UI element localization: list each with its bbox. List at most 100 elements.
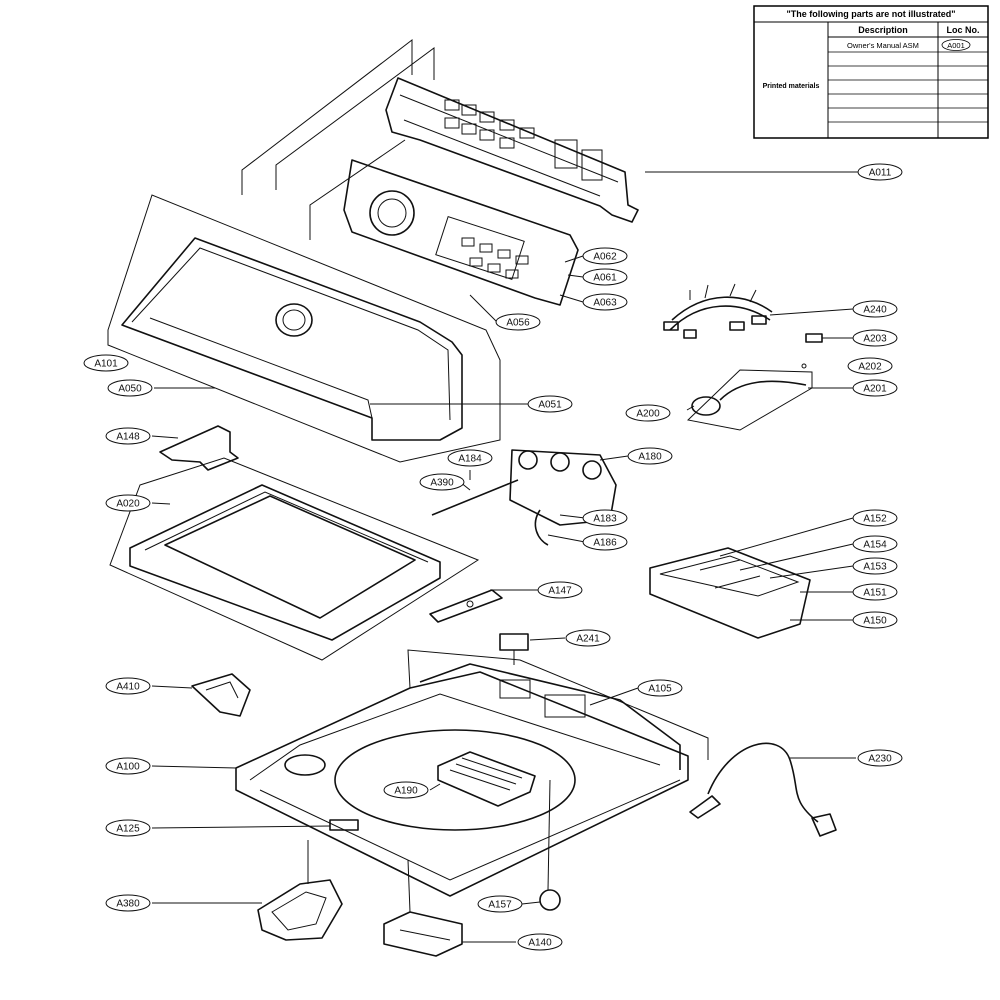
- callout-bubble: [537, 581, 583, 599]
- callout-bubble: [582, 268, 628, 286]
- callout-bubble: [447, 449, 493, 467]
- callout-bubble: [857, 749, 903, 767]
- leader-lines: [151, 171, 858, 943]
- callout-label: A390: [430, 478, 454, 489]
- callout-bubble: [852, 509, 898, 527]
- callout-a241: A241: [565, 629, 611, 647]
- callout-a410: A410: [105, 677, 151, 695]
- hinge-drawing: [429, 589, 503, 623]
- callout-a100: A100: [105, 757, 151, 775]
- callout-a150: A150: [852, 611, 898, 629]
- callout-label: A186: [593, 538, 617, 549]
- callout-bubble: [105, 427, 151, 445]
- callout-bubble: [105, 757, 151, 775]
- callout-bubble: [105, 819, 151, 837]
- part-drawings: [107, 38, 837, 957]
- bracket-drawing: [159, 425, 239, 471]
- callout-a200: A200: [625, 404, 671, 422]
- callout-bubble: [582, 247, 628, 265]
- callout-label: A061: [593, 273, 617, 284]
- legend-table: "The following parts are not illustrated…: [753, 5, 989, 139]
- top-cover-drawing: [235, 649, 709, 897]
- callout-bubble: [383, 781, 429, 799]
- callout-label: A150: [863, 616, 887, 627]
- callout-a051: A051: [527, 395, 573, 413]
- callout-bubble: [582, 293, 628, 311]
- detergent-drawer-drawing: [649, 547, 811, 639]
- callout-bubble: [852, 583, 898, 601]
- callout-label: A148: [116, 432, 140, 443]
- callout-a140: A140: [517, 933, 563, 951]
- callout-bubble: [637, 679, 683, 697]
- callout-bubble: [852, 611, 898, 629]
- callout-label: A203: [863, 334, 887, 345]
- callout-label: A125: [116, 824, 140, 835]
- callout-a062: A062: [582, 247, 628, 265]
- callout-a101: A101: [83, 354, 129, 372]
- callout-bubble: [495, 313, 541, 331]
- legend-col-loc: Loc No.: [947, 25, 980, 35]
- callout-label: A051: [538, 400, 562, 411]
- filter-drawing: [805, 333, 823, 343]
- callout-a186: A186: [582, 533, 628, 551]
- callout-bubble: [852, 300, 898, 318]
- callout-bubble: [107, 379, 153, 397]
- callout-a390: A390: [419, 473, 465, 491]
- callout-a011: A011: [857, 163, 903, 181]
- callout-a380: A380: [105, 894, 151, 912]
- callout-a190: A190: [383, 781, 429, 799]
- callout-a183: A183: [582, 509, 628, 527]
- callout-bubble: [852, 329, 898, 347]
- callout-a105: A105: [637, 679, 683, 697]
- callout-bubble: [852, 557, 898, 575]
- legend-title: "The following parts are not illustrated…: [786, 9, 955, 19]
- callout-bubble: [625, 404, 671, 422]
- control-board-drawing: [343, 159, 579, 306]
- callout-a125: A125: [105, 819, 151, 837]
- lid-switch-drawing: [383, 859, 463, 957]
- callout-bubble: [852, 379, 898, 397]
- bleach-cap-drawing: [191, 673, 251, 717]
- callout-a063: A063: [582, 293, 628, 311]
- callout-a148: A148: [105, 427, 151, 445]
- callout-a056: A056: [495, 313, 541, 331]
- drain-pan-drawing: [257, 840, 343, 941]
- callout-a020: A020: [105, 494, 151, 512]
- callout-bubble: [627, 447, 673, 465]
- callout-a061: A061: [582, 268, 628, 286]
- callout-a184: A184: [447, 449, 493, 467]
- callout-label: A157: [488, 900, 512, 911]
- callout-bubble: [857, 163, 903, 181]
- callout-label: A151: [863, 588, 887, 599]
- callout-bubble: [852, 535, 898, 553]
- callout-a151: A151: [852, 583, 898, 601]
- callout-label: A153: [863, 562, 887, 573]
- legend-row-group: Printed materials: [763, 83, 820, 90]
- callout-label: A410: [116, 682, 140, 693]
- callout-label: A200: [636, 409, 660, 420]
- power-cord-drawing: [689, 742, 837, 837]
- callout-label: A063: [593, 298, 617, 309]
- legend-row-description: Owner's Manual ASM: [847, 41, 919, 50]
- legend-loc-circle: [941, 39, 971, 51]
- callout-a240: A240: [852, 300, 898, 318]
- callout-label: A180: [638, 452, 662, 463]
- callout-a153: A153: [852, 557, 898, 575]
- callout-bubble: [83, 354, 129, 372]
- callout-bubble: [105, 494, 151, 512]
- callout-a050: A050: [107, 379, 153, 397]
- callout-label: A101: [94, 359, 118, 370]
- callout-label: A241: [576, 634, 600, 645]
- callout-a180: A180: [627, 447, 673, 465]
- callout-label: A020: [116, 499, 140, 510]
- callout-bubble: [105, 677, 151, 695]
- lid-drawing: [109, 457, 480, 661]
- control-panel-drawing: [107, 194, 501, 463]
- callout-label: A201: [863, 384, 887, 395]
- callout-bubble: [582, 533, 628, 551]
- callout-a152: A152: [852, 509, 898, 527]
- callout-label: A062: [593, 252, 617, 263]
- connector-drawing: [499, 633, 529, 665]
- callout-a203: A203: [852, 329, 898, 347]
